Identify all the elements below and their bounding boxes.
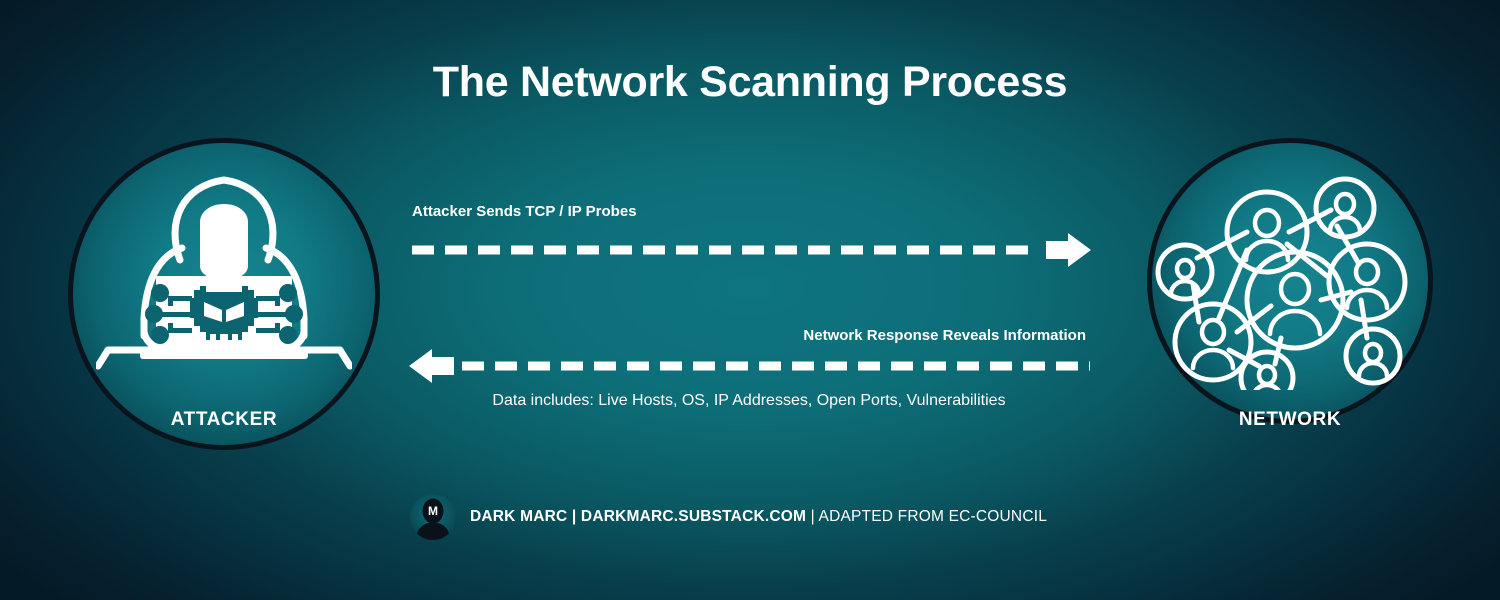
inbound-flow-sublabel: Data includes: Live Hosts, OS, IP Addres… — [492, 392, 1006, 409]
avatar-initial: M — [428, 504, 438, 518]
hacker-hoodie-laptop-skull-icon — [96, 176, 352, 370]
footer-brand: DARK MARC | DARKMARC.SUBSTACK.COM — [470, 508, 807, 525]
inbound-arrow-left-icon — [409, 349, 1090, 383]
inbound-flow-label: Network Response Reveals Information — [803, 327, 1086, 344]
footer-attribution: | ADAPTED FROM EC-COUNCIL — [810, 508, 1048, 525]
avatar-silhouette-icon: M — [416, 498, 450, 540]
outbound-arrow-right-icon — [412, 233, 1091, 267]
footer-credit: M DARK MARC | DARKMARC.SUBSTACK.COM | AD… — [410, 494, 1047, 540]
page-title: The Network Scanning Process — [432, 58, 1068, 106]
attacker-node-label: ATTACKER — [170, 409, 278, 430]
network-node-label: NETWORK — [1238, 409, 1342, 430]
network-people-nodes-icon — [1155, 176, 1408, 390]
outbound-flow-label: Attacker Sends TCP / IP Probes — [412, 203, 637, 220]
avatar: M — [410, 494, 456, 540]
footer-text: DARK MARC | DARKMARC.SUBSTACK.COM | ADAP… — [470, 508, 1047, 526]
